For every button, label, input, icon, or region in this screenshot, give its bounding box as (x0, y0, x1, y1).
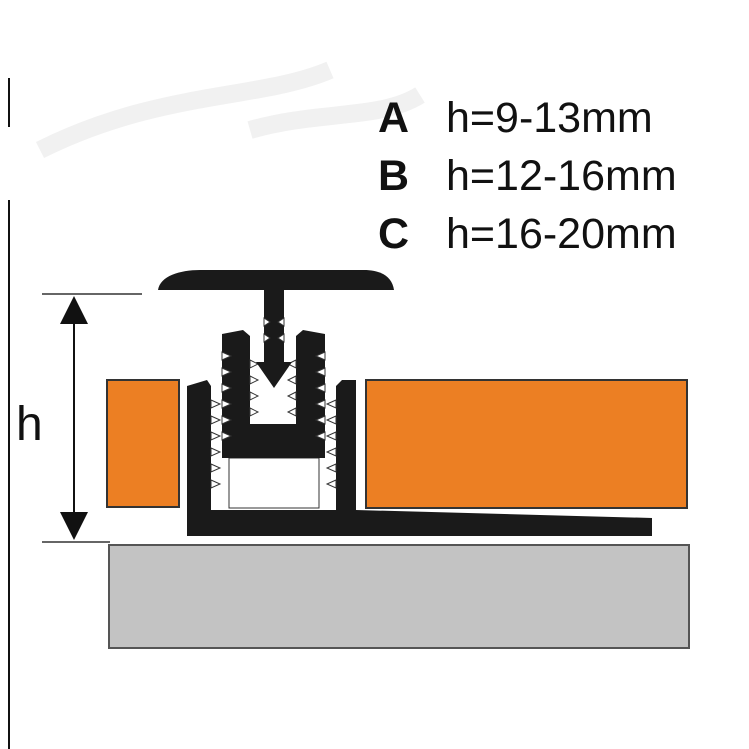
top-cap-stem (256, 290, 292, 388)
legend-row-a: A h=9-13mm (378, 94, 653, 142)
legend-value-c: h=16-20mm (446, 210, 677, 258)
base-channel-inner (228, 457, 320, 509)
legend-row-c: C h=16-20mm (378, 210, 677, 258)
insert-holder (222, 330, 325, 458)
legend-value-b: h=12-16mm (446, 152, 677, 200)
legend-letter-a: A (378, 94, 409, 142)
dimension-arrow-down (60, 512, 88, 540)
dimension-label: h (16, 398, 43, 451)
legend-letter-c: C (378, 210, 409, 258)
base-channel-teeth (210, 399, 337, 489)
holder-outer-teeth (221, 351, 326, 441)
legend-value-a: h=9-13mm (446, 94, 653, 142)
tile-left (106, 379, 180, 508)
legend: A h=9-13mm B h=12-16mm C h=16-20mm (378, 94, 677, 258)
legend-letter-b: B (378, 152, 409, 200)
base-profile (187, 380, 652, 536)
dimension-arrow-up (60, 296, 88, 324)
tile-right (365, 379, 688, 509)
substrate-block (108, 544, 690, 649)
background-swooshes (35, 61, 425, 159)
cap-stem-teeth (263, 317, 285, 343)
top-cap (158, 270, 394, 290)
legend-row-b: B h=12-16mm (378, 152, 677, 200)
